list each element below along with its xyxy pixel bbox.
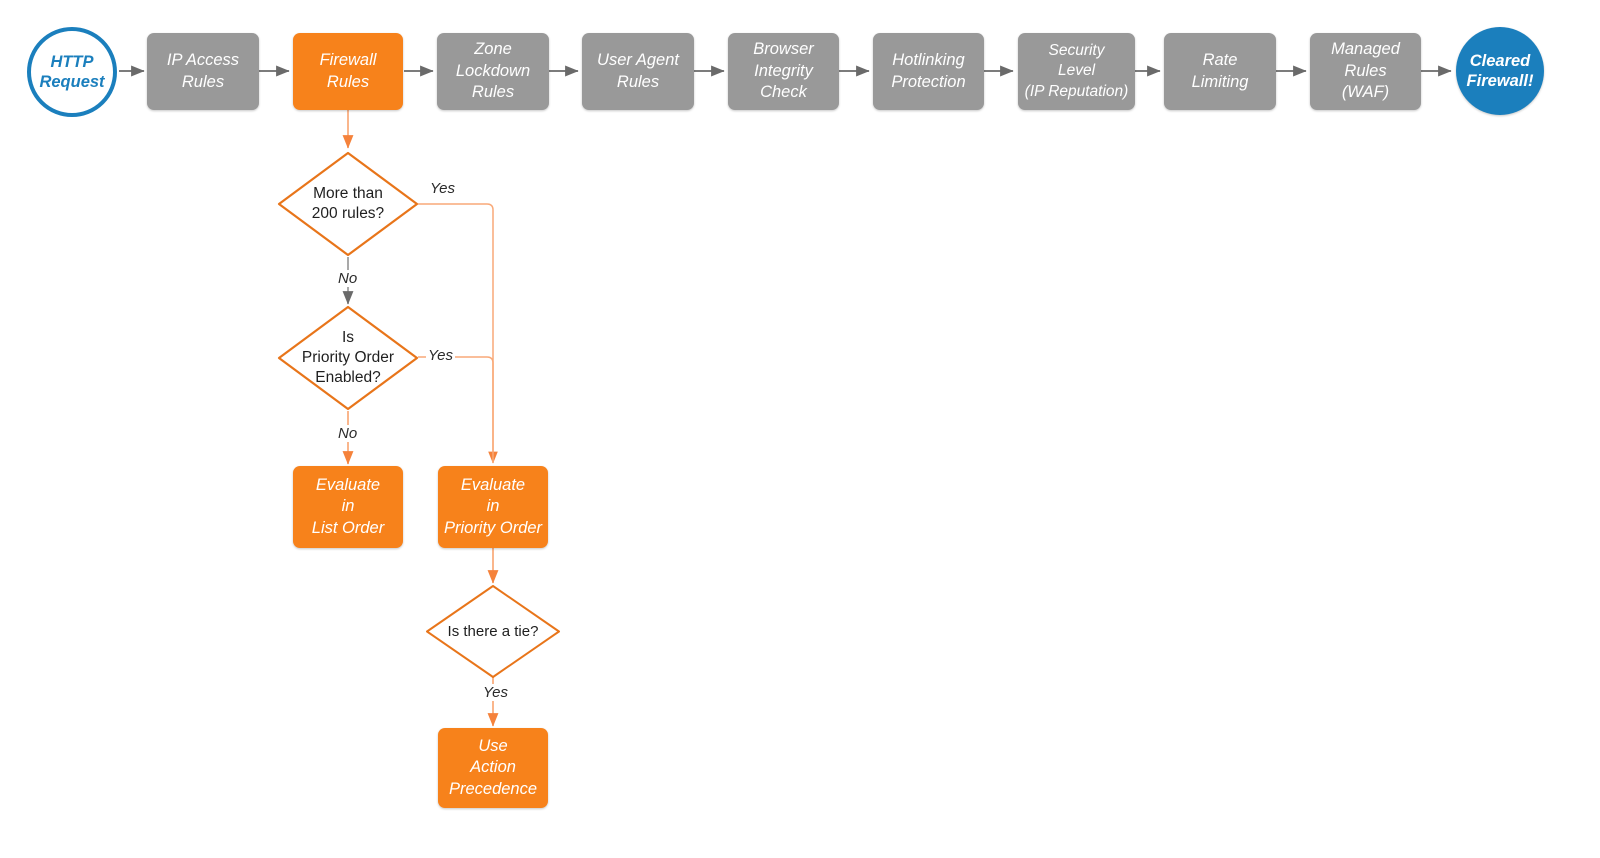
- pipeline-step-label: Browser Integrity Check: [753, 40, 814, 102]
- diamond-shape: [277, 305, 419, 411]
- outcome-use-action-precedence[interactable]: Use Action Precedence: [438, 728, 548, 808]
- pipeline-step-label: IP Access Rules: [166, 51, 240, 91]
- pipeline-step-label: Security Level (IP Reputation): [1024, 42, 1129, 100]
- pipeline-step-ip-access-rules[interactable]: IP Access Rules: [147, 33, 259, 110]
- decision-label: Is there a tie?: [447, 622, 539, 640]
- pipeline-step-firewall-rules[interactable]: Firewall Rules: [293, 33, 403, 110]
- decision-priority-order-enabled[interactable]: Is Priority Order Enabled?: [277, 305, 419, 411]
- pipeline-end-label: Cleared Firewall!: [1466, 51, 1534, 90]
- pipeline-step-label: Managed Rules (WAF): [1331, 40, 1400, 102]
- outcome-evaluate-in-priority-order[interactable]: Evaluate in Priority Order: [438, 466, 548, 548]
- edge-label-yes-tie: Yes: [481, 684, 511, 701]
- pipeline-step-hotlinking-protection[interactable]: Hotlinking Protection: [873, 33, 984, 110]
- diamond-shape: [277, 151, 419, 257]
- edge-label-yes-priority-order: Yes: [426, 347, 456, 364]
- outcome-label: Evaluate in List Order: [311, 475, 385, 537]
- outcome-label: Evaluate in Priority Order: [443, 475, 543, 537]
- decision-label: More than 200 rules?: [311, 185, 385, 222]
- pipeline-step-zone-lockdown-rules[interactable]: Zone Lockdown Rules: [437, 33, 549, 110]
- edge-label-no-priority-order: No: [336, 425, 360, 442]
- pipeline-start-http-request[interactable]: HTTP Request: [27, 27, 117, 117]
- decision-more-than-200-rules[interactable]: More than 200 rules?: [277, 151, 419, 257]
- pipeline-step-label: Firewall Rules: [319, 51, 377, 91]
- pipeline-step-managed-rules-waf[interactable]: Managed Rules (WAF): [1310, 33, 1421, 110]
- pipeline-step-label: Hotlinking Protection: [891, 51, 966, 91]
- edge-label-no-more-than-200: No: [336, 270, 360, 287]
- pipeline-step-label: User Agent Rules: [597, 51, 679, 91]
- outcome-label: Use Action Precedence: [448, 736, 538, 798]
- pipeline-step-security-level[interactable]: Security Level (IP Reputation): [1018, 33, 1135, 110]
- diamond-shape: [426, 585, 560, 678]
- pipeline-end-cleared-firewall[interactable]: Cleared Firewall!: [1456, 27, 1544, 115]
- edge-label-yes-more-than-200: Yes: [428, 180, 458, 197]
- pipeline-step-browser-integrity-check[interactable]: Browser Integrity Check: [728, 33, 839, 110]
- decision-is-there-a-tie[interactable]: Is there a tie?: [425, 584, 561, 679]
- decision-label: Is Priority Order Enabled?: [301, 329, 395, 386]
- pipeline-step-user-agent-rules[interactable]: User Agent Rules: [582, 33, 694, 110]
- pipeline-step-rate-limiting[interactable]: Rate Limiting: [1164, 33, 1276, 110]
- pipeline-step-label: Rate Limiting: [1191, 51, 1249, 91]
- pipeline-step-label: Zone Lockdown Rules: [455, 40, 531, 102]
- outcome-evaluate-in-list-order[interactable]: Evaluate in List Order: [293, 466, 403, 548]
- pipeline-start-label: HTTP Request: [39, 52, 105, 91]
